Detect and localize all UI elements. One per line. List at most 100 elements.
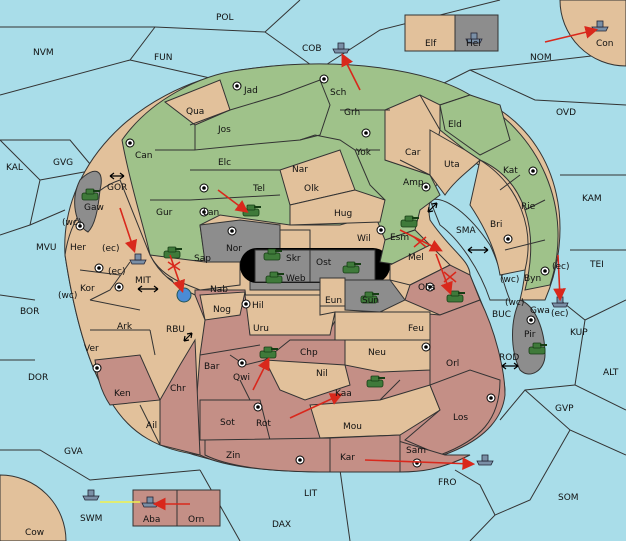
label-jos: Jos (217, 125, 231, 135)
label-cob: COB (302, 44, 322, 54)
label-esm: Esm (390, 233, 409, 243)
label-nil: Nil (316, 369, 328, 379)
gaw-region[interactable] (74, 170, 102, 233)
label-gva: GVA (64, 447, 84, 457)
label-pir: Pir (524, 330, 536, 340)
cow-region[interactable] (0, 474, 67, 541)
label-web: Web (286, 274, 306, 284)
label-pol: POL (216, 13, 234, 23)
label-hel: Hel (466, 39, 481, 49)
neu-region[interactable] (344, 339, 431, 373)
label-gur: Gur (156, 208, 173, 218)
coast-wc-her: (wc) (62, 218, 81, 228)
label-rot: Rot (256, 419, 271, 429)
label-yok: Yok (355, 148, 372, 158)
chr-bar-region[interactable] (159, 338, 201, 456)
label-orn: Orn (188, 515, 204, 525)
bri-region[interactable] (469, 159, 529, 276)
kar-region[interactable] (329, 434, 401, 473)
nil-region[interactable] (264, 359, 351, 401)
label-ken: Ken (114, 389, 131, 399)
globe-icon (176, 287, 192, 303)
label-can: Can (135, 151, 153, 161)
label-som: SOM (558, 493, 579, 503)
label-kor: Kor (80, 284, 95, 294)
label-qua: Qua (186, 107, 204, 117)
pir-region[interactable] (512, 299, 546, 375)
label-byn: Byn (524, 274, 541, 284)
label-gvg: GVG (53, 158, 73, 168)
label-rod: ROD (499, 353, 519, 363)
label-dor: DOR (28, 373, 48, 383)
label-mit: MIT (135, 276, 151, 286)
label-buc: BUC (492, 310, 511, 320)
label-nab: Nab (210, 285, 228, 295)
land-labels: Jad Sch Qua Jos Grh Eld Can Yok Car Elc … (70, 39, 614, 525)
label-sot: Sot (220, 418, 235, 428)
label-grh: Grh (344, 108, 360, 118)
label-sam: Sam (406, 446, 426, 456)
label-her: Her (70, 243, 86, 253)
label-cow: Cow (25, 528, 44, 538)
label-uta: Uta (444, 160, 460, 170)
label-rie: Rie (521, 202, 536, 212)
label-elf: Elf (425, 39, 437, 49)
label-orl: Orl (446, 359, 459, 369)
label-eun: Eun (325, 296, 342, 306)
label-alt: ALT (603, 368, 619, 378)
orn-box[interactable] (176, 489, 221, 527)
label-rbu: RBU (166, 325, 185, 335)
label-chr: Chr (170, 384, 186, 394)
label-feu: Feu (408, 324, 424, 334)
label-dax: DAX (272, 520, 291, 530)
label-swm: SWM (80, 514, 102, 524)
label-aba: Aba (143, 515, 160, 525)
label-nar: Nar (292, 165, 308, 175)
coast-wc-kor: (wc) (58, 291, 77, 301)
label-neu: Neu (368, 348, 386, 358)
coast-ec-her: (ec) (102, 244, 120, 254)
label-zin: Zin (226, 451, 240, 461)
label-bor: BOR (20, 307, 39, 317)
sea-labels: POL NVM FUN COB NOM OVD KAM KAL GVG MVU … (6, 13, 619, 538)
coast-wc-byn: (wc) (500, 275, 519, 285)
label-tel: Tel (252, 184, 265, 194)
eld-region[interactable] (439, 94, 511, 156)
label-elc: Elc (218, 158, 231, 168)
label-chp: Chp (300, 348, 318, 358)
label-kam: KAM (582, 194, 602, 204)
label-skr: Skr (286, 254, 301, 264)
label-hug: Hug (334, 209, 352, 219)
label-kar: Kar (340, 453, 355, 463)
eun-region[interactable] (319, 277, 346, 307)
label-obs: Obs (418, 283, 436, 293)
label-car: Car (405, 148, 421, 158)
nog-region[interactable] (199, 291, 246, 321)
label-ovd: OVD (556, 108, 576, 118)
label-tei: TEI (589, 260, 604, 270)
passage-arrows (109, 172, 519, 370)
label-bri: Bri (490, 220, 502, 230)
elf-box[interactable] (404, 14, 456, 52)
label-mel: Mel (408, 253, 424, 263)
label-qwi: Qwi (233, 373, 250, 383)
label-nor: Nor (226, 244, 242, 254)
label-sch: Sch (330, 88, 346, 98)
coast-wc-gwa: (wc) (505, 298, 524, 308)
coast-ec-kor: (ec) (108, 267, 126, 277)
label-nvm: NVM (33, 48, 54, 58)
label-kaa: Kaa (335, 389, 352, 399)
label-kal: KAL (6, 163, 23, 173)
label-sma: SMA (456, 226, 476, 236)
label-hil: Hil (252, 301, 264, 311)
void-marks (167, 236, 457, 283)
label-con: Con (596, 39, 614, 49)
label-kup: KUP (570, 328, 588, 338)
label-gaw: Gaw (84, 203, 104, 213)
label-sun: Sun (362, 296, 379, 306)
hug-region[interactable] (289, 189, 386, 226)
label-lan: Lan (203, 208, 219, 218)
label-los: Los (453, 413, 468, 423)
